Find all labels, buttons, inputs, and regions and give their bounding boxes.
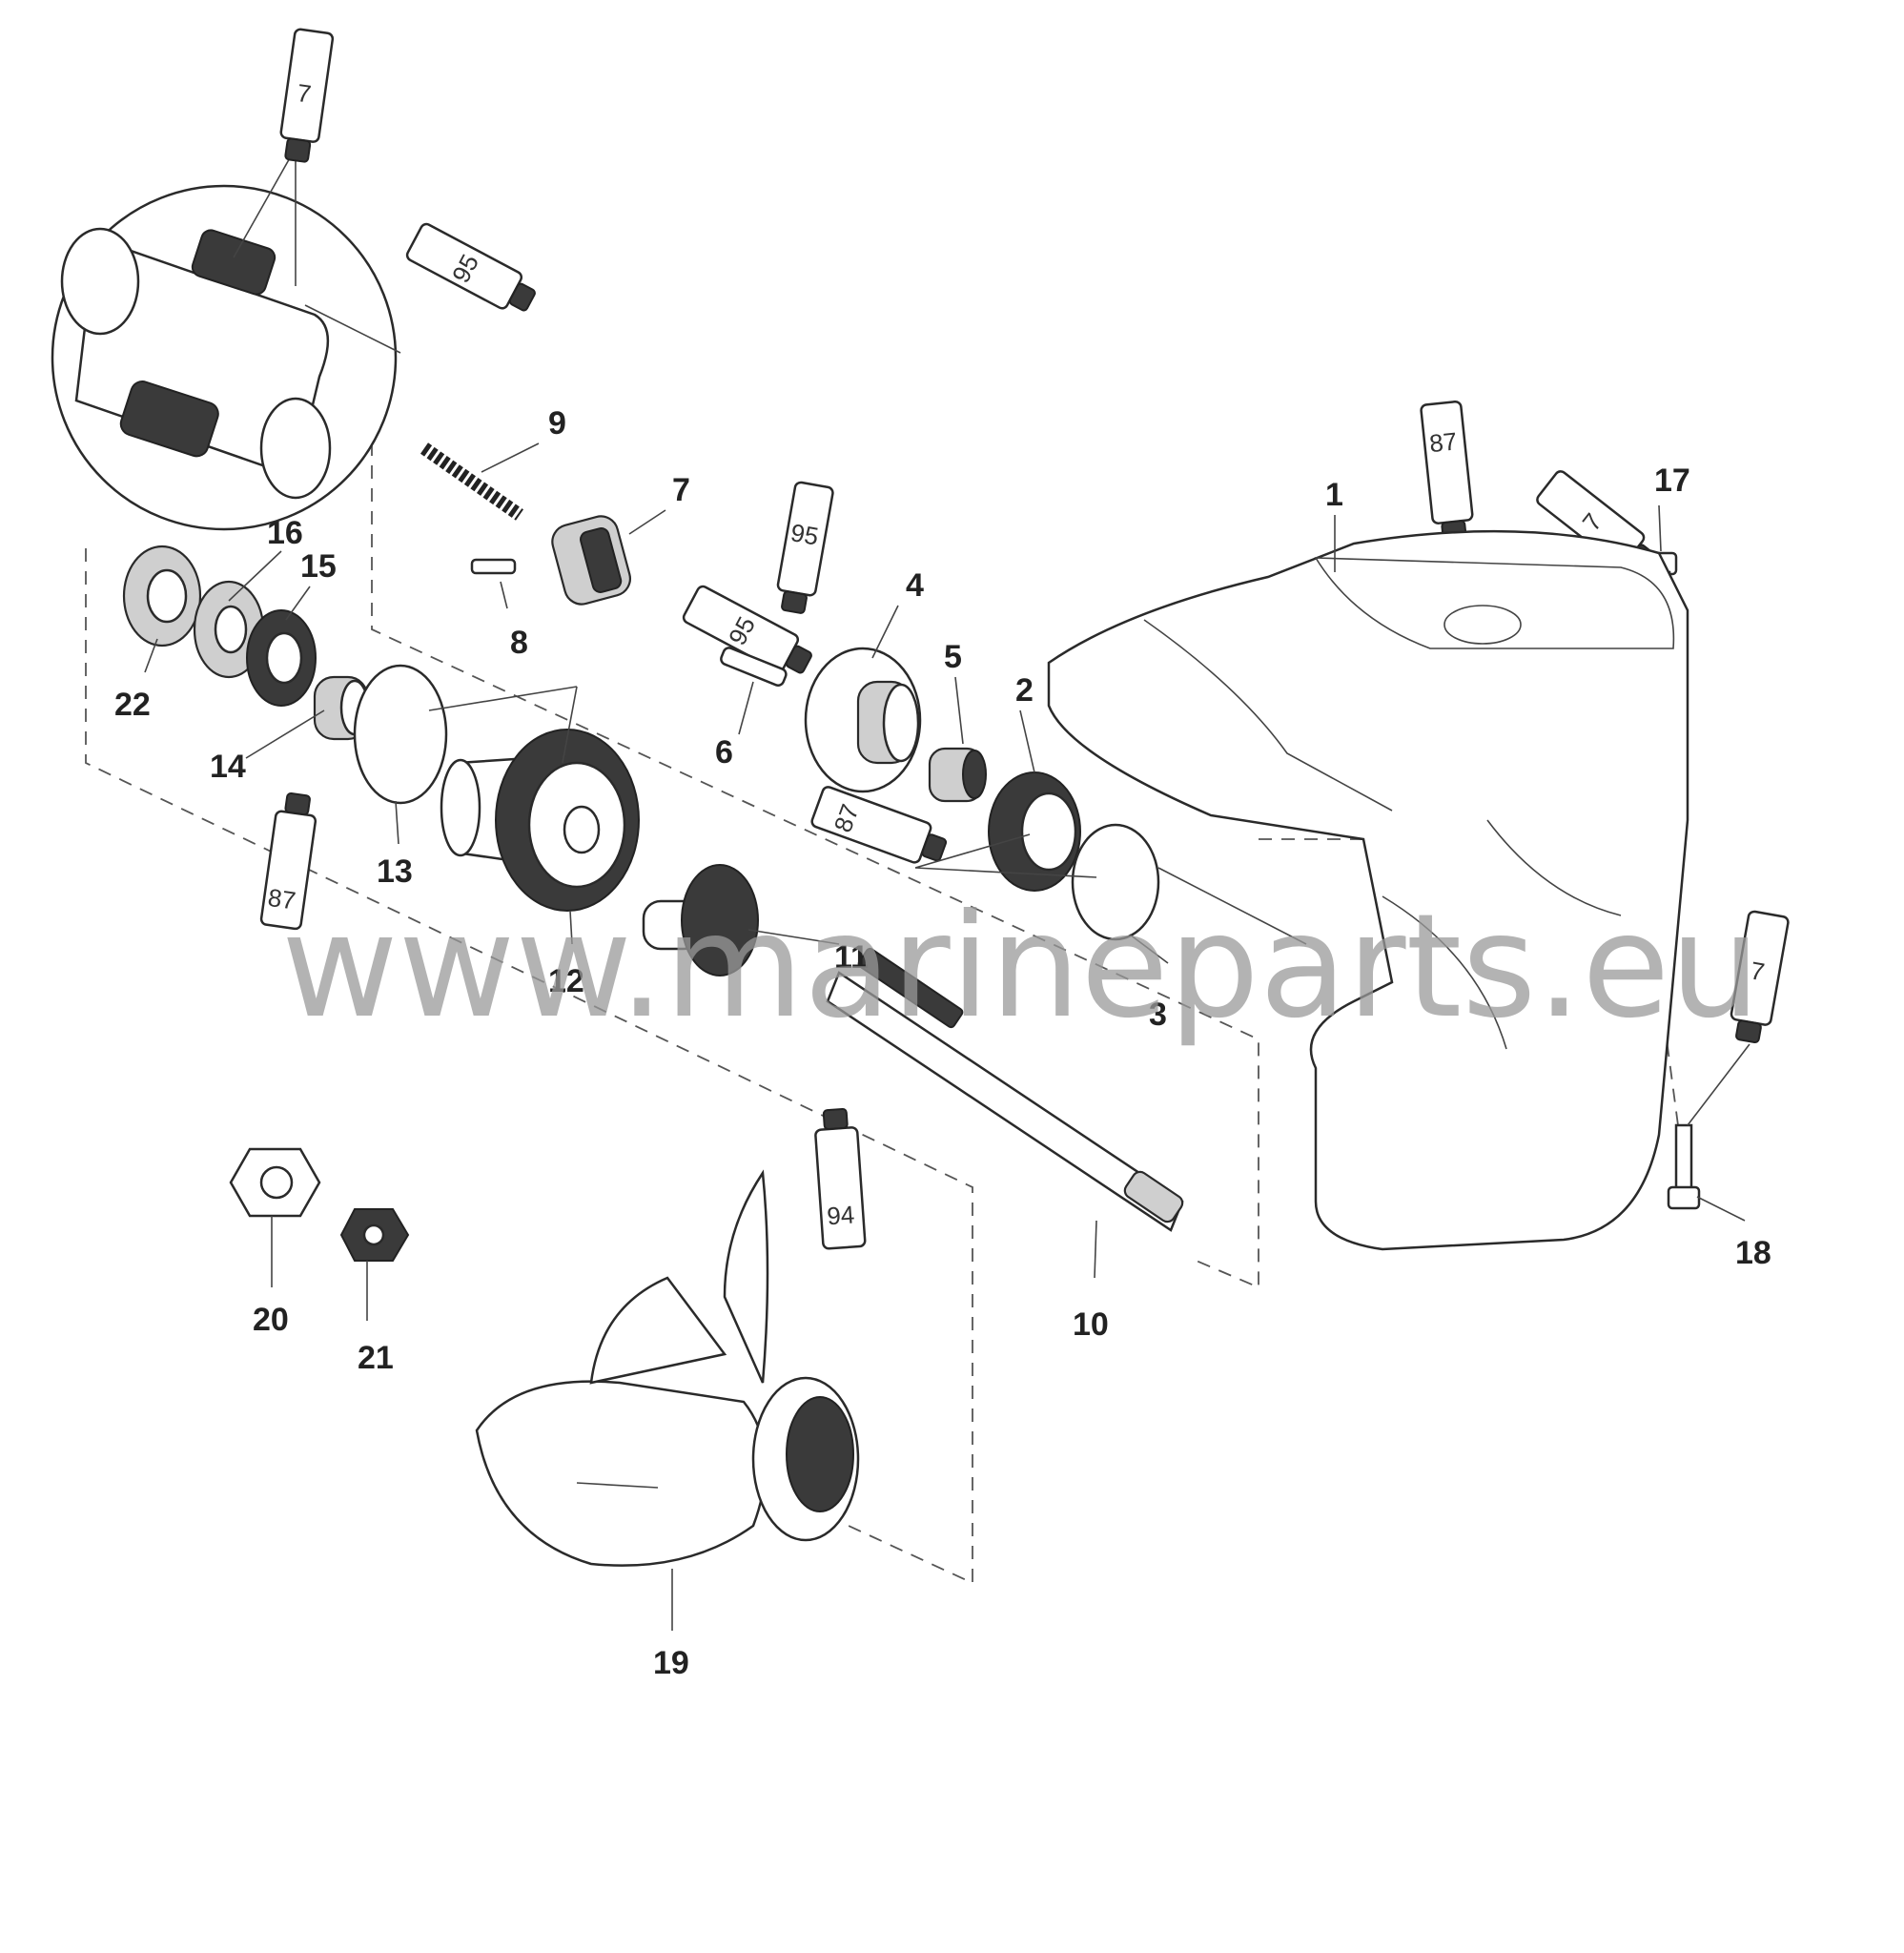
part-7-clutch [551, 515, 631, 606]
label-16: 16 [267, 515, 303, 551]
label-15: 15 [300, 548, 337, 585]
part-16-washer [193, 580, 265, 679]
label-14: 14 [210, 749, 246, 785]
tube-95-circle: 95 [405, 222, 536, 312]
label-10: 10 [1073, 1306, 1109, 1343]
tube-95-mid-b: 95 [682, 585, 812, 674]
label-9: 9 [548, 405, 566, 442]
part-9-spring [420, 442, 524, 521]
label-1: 1 [1325, 477, 1343, 513]
tube-7-right: 7 [1730, 910, 1790, 1044]
tube-label: 94 [826, 1200, 855, 1230]
part-3-bearing-race [1071, 823, 1160, 941]
label-19: 19 [653, 1645, 689, 1681]
part-6-pin [720, 647, 788, 687]
part-18-bolt [1667, 1123, 1701, 1210]
tube-95-mid-a: 95 [776, 481, 834, 614]
part-15-seal [246, 609, 317, 707]
label-5: 5 [944, 639, 962, 675]
detail-magnified-view [51, 147, 401, 531]
label-11: 11 [834, 939, 869, 976]
part-4-bearing-housing [804, 647, 922, 793]
part-21-cap [122, 545, 202, 648]
tube-87-mid: 87 [810, 786, 948, 864]
label-21: 21 [358, 1340, 394, 1376]
label-13: 13 [377, 853, 413, 890]
label-20: 20 [253, 1302, 289, 1338]
part-22-nut [339, 1208, 410, 1262]
tube-label: 95 [788, 518, 821, 551]
tube-label: 87 [1428, 426, 1459, 458]
label-4: 4 [906, 567, 924, 604]
label-3: 3 [1149, 997, 1167, 1033]
tube-7-top: 7 [279, 28, 335, 163]
part-19-propeller [475, 1169, 860, 1567]
label-8: 8 [510, 625, 528, 661]
label-12: 12 [548, 963, 584, 999]
part-1-gearcase-housing [1047, 529, 1689, 1251]
tube-label: 87 [266, 883, 297, 915]
part-10-propeller-shaft [826, 947, 1184, 1232]
part-11-pinion-gear [642, 864, 759, 976]
part-2-roller-bearing [988, 771, 1081, 892]
part-5-needle-bearing [928, 747, 987, 803]
tube-87-left: 87 [259, 791, 317, 931]
tube-87-top: 87 [1420, 400, 1474, 543]
label-2: 2 [1015, 672, 1034, 709]
part-20-nut [229, 1147, 321, 1218]
label-6: 6 [715, 734, 733, 771]
part-8-pin [470, 558, 517, 575]
leader-lines [144, 442, 1750, 1631]
tube-label: 7 [296, 78, 314, 109]
part-labels: 1 2 3 4 5 6 7 8 9 10 11 12 13 14 15 16 1… [114, 405, 1771, 1681]
label-7: 7 [672, 472, 690, 508]
part-12-bearing-carrier [440, 729, 640, 912]
watermark-text: www.marineparts.eu [281, 884, 1761, 1050]
label-17: 17 [1654, 463, 1690, 499]
tube-label: 7 [1749, 956, 1767, 986]
label-18: 18 [1735, 1235, 1771, 1271]
tube-94: 94 [814, 1107, 867, 1250]
label-22: 22 [114, 687, 151, 723]
part-13-oring [353, 664, 448, 805]
